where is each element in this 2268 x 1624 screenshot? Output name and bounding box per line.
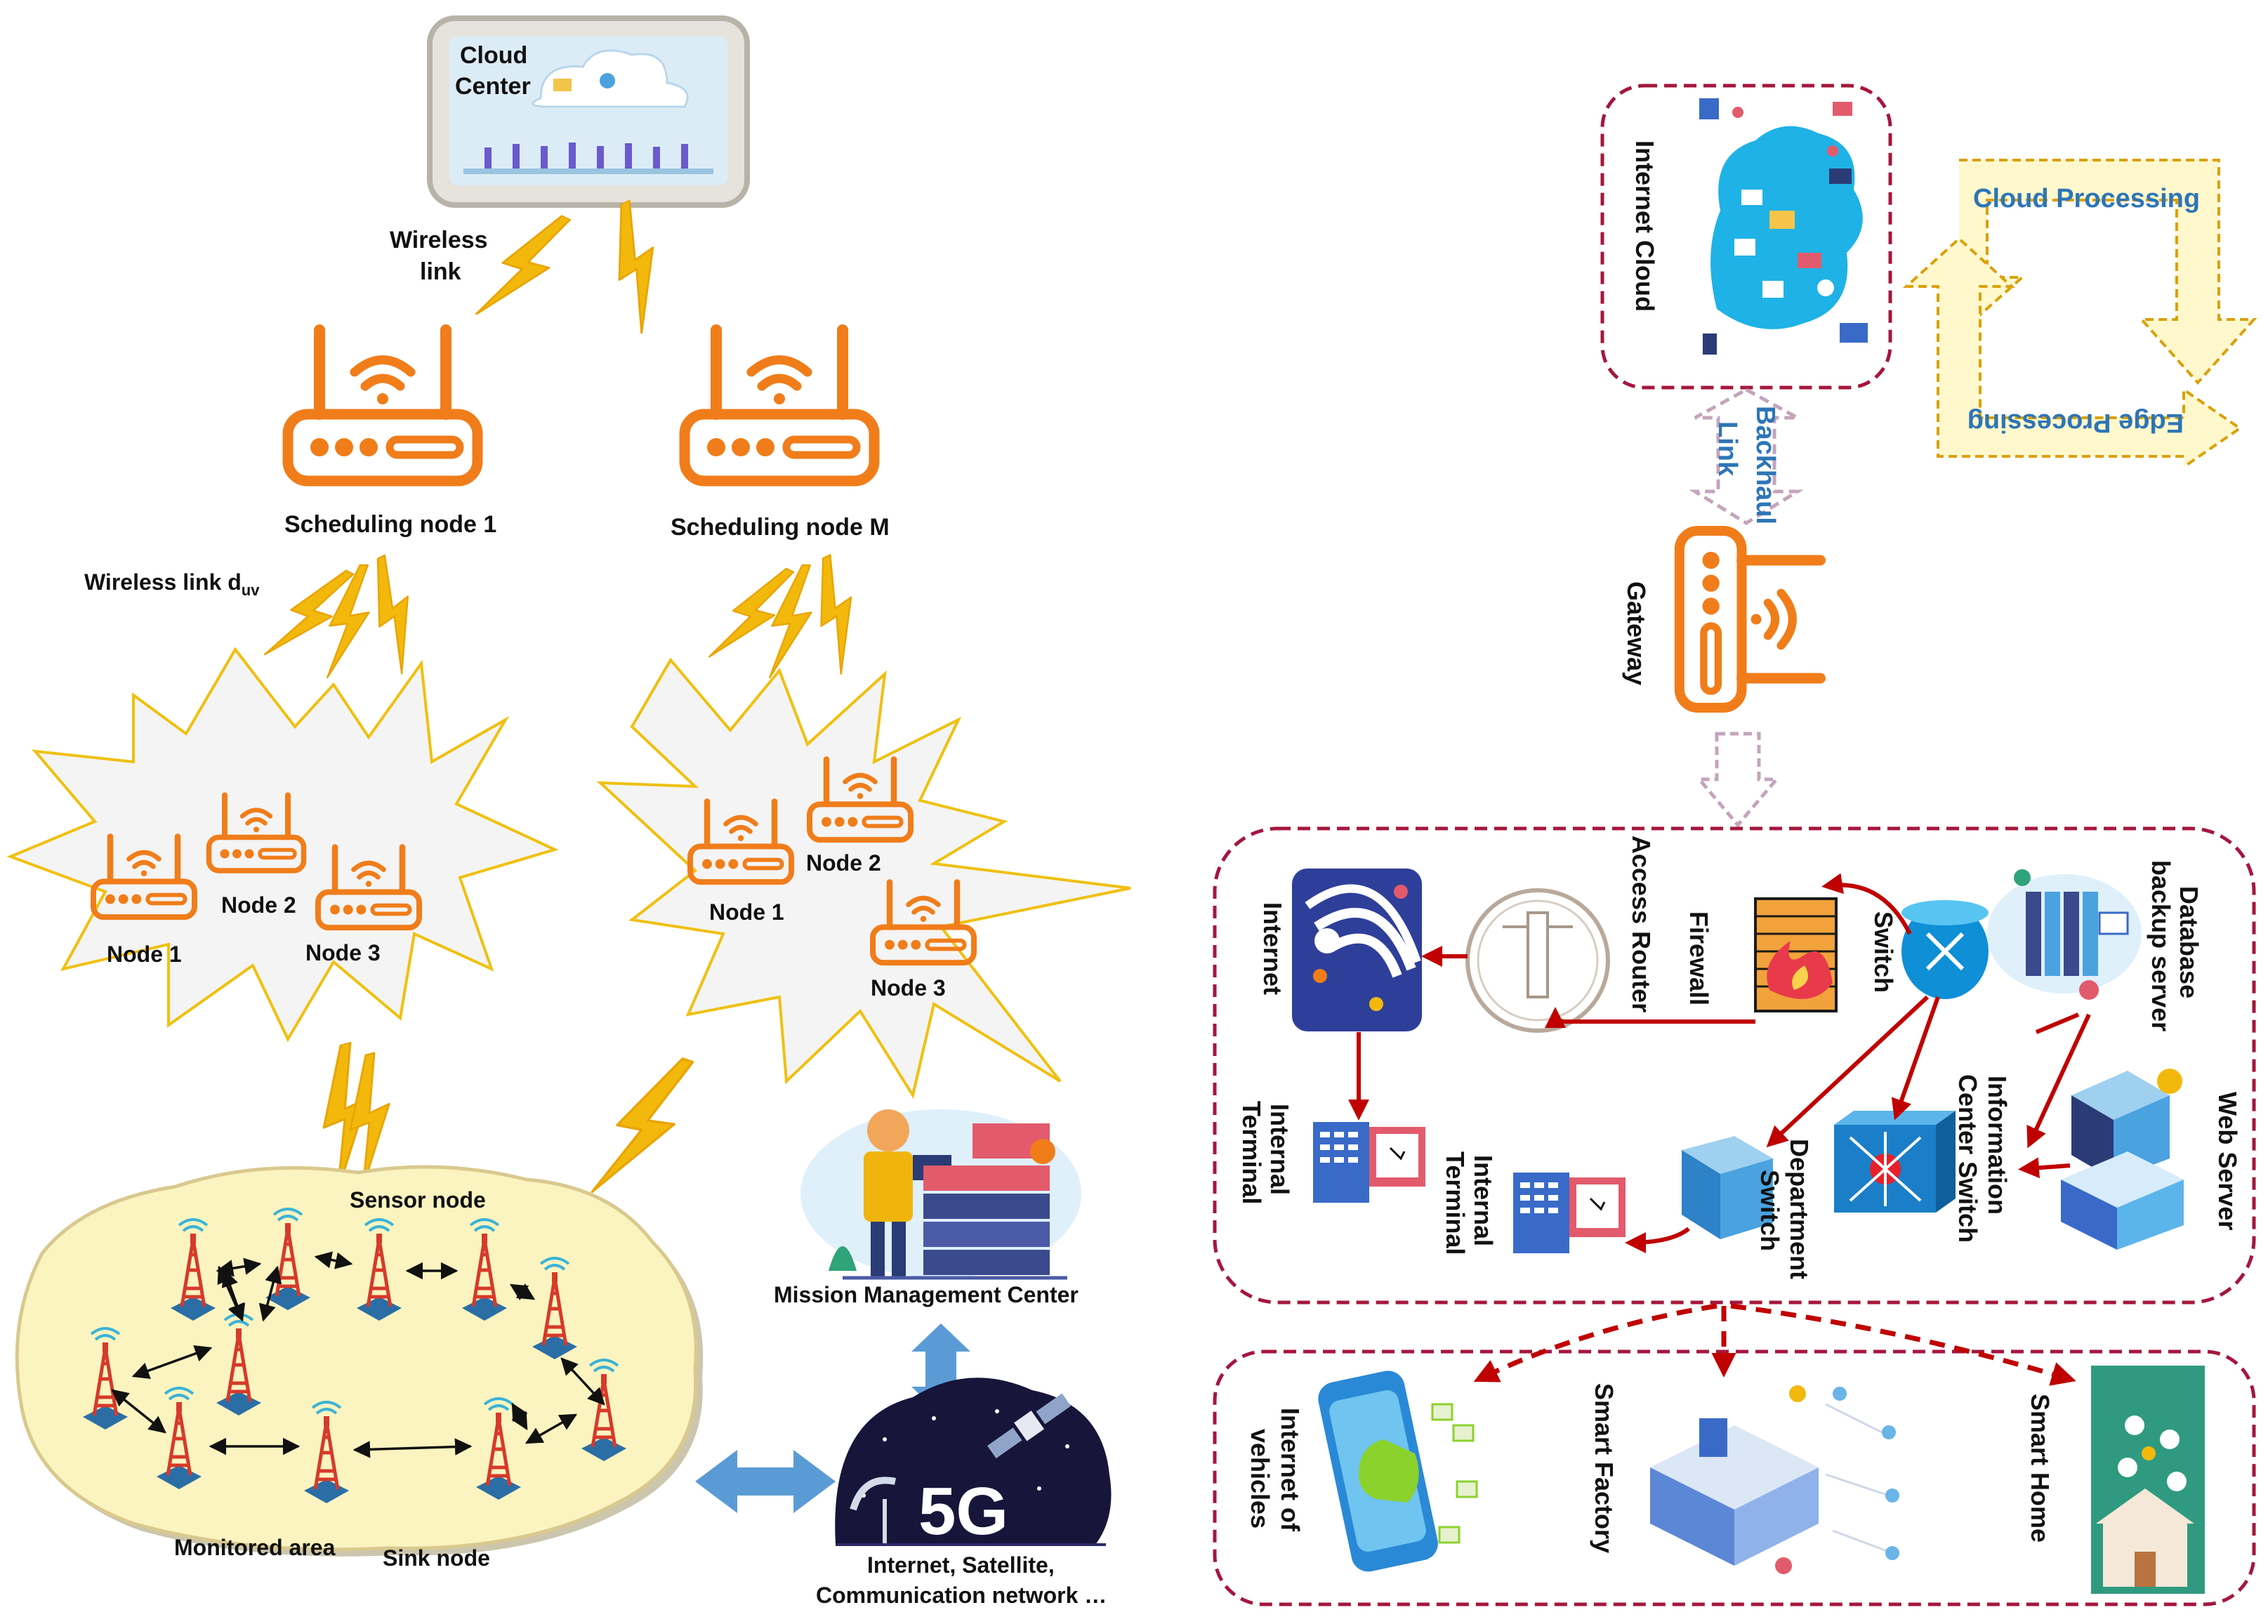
switch-label: Switch — [1869, 911, 1898, 993]
gear-icon — [1030, 1139, 1055, 1164]
cluster-a-burst — [6, 647, 559, 1043]
folder-icon — [553, 79, 572, 91]
firewall-label: Firewall — [1684, 911, 1713, 1005]
gateway-down-arrow — [1695, 732, 1781, 828]
lightning-bolt-icon — [591, 1043, 696, 1211]
internet-icon — [1292, 869, 1422, 1031]
cluster-b-node-3-label: Node 3 — [871, 975, 946, 1001]
lightning-bolt-icon — [475, 199, 573, 336]
monitored-area-label: Monitored area — [174, 1535, 336, 1560]
lightning-bolt-icon — [587, 198, 685, 335]
sensor-network — [83, 1209, 626, 1503]
department-switch-icon — [1682, 1136, 1773, 1239]
network-caption-1: Internet, Satellite, — [867, 1552, 1055, 1578]
server-rack-icon — [923, 1123, 1050, 1275]
access-router-icon — [1465, 888, 1610, 1033]
edge-processing-label: Edge Processing — [1967, 408, 2184, 437]
internal-terminal-b-icon — [1513, 1173, 1626, 1253]
web-server-icon — [2061, 1069, 2184, 1250]
enterprise-network-frame — [1213, 826, 2256, 1305]
scheduling-node-m-label: Scheduling node M — [671, 514, 890, 541]
tablet-icon — [1699, 98, 1719, 119]
cluster-a-node-1-label: Node 1 — [107, 942, 182, 967]
internet-cloud-frame — [1600, 84, 1892, 390]
department-switch-label-2: Switch — [1755, 1170, 1784, 1251]
monitor-icon — [1840, 323, 1868, 343]
scheduling-node-1-router-icon — [288, 330, 477, 481]
smart-home-label: Smart Home — [2026, 1394, 2055, 1543]
wireless-link-label-2: link — [420, 258, 461, 285]
network-caption-2: Communication network … — [816, 1583, 1107, 1608]
plant-icon — [829, 1246, 857, 1271]
backhaul-link-label-1: Backhaul — [1751, 406, 1780, 524]
cluster-a-node-3-label: Node 3 — [305, 940, 381, 965]
applications-frame — [1213, 1349, 2256, 1606]
internal-terminal-a-icon — [1313, 1122, 1425, 1203]
internet-label: Internet — [1258, 902, 1287, 995]
mission-management-center-illustration — [800, 1109, 1081, 1280]
internet-of-vehicles-label-2: vehicles — [1246, 1429, 1274, 1529]
internal-terminal-b-label-2: Terminal — [1441, 1151, 1470, 1255]
cluster-b-node-2-label: Node 2 — [806, 850, 881, 876]
satellite-dish-icon — [850, 1477, 897, 1511]
database-backup-label-1: Database — [2175, 886, 2203, 998]
application-connections — [1473, 1303, 2076, 1386]
cloud-edge-processing-loop — [1902, 159, 2257, 468]
satellite-icon — [987, 1393, 1072, 1459]
internet-of-vehicles-icon — [1318, 1371, 1478, 1572]
car-icon — [1359, 1439, 1419, 1503]
internal-terminal-a-label-1: Internal — [1265, 1104, 1294, 1195]
cluster-a-node-2-label: Node 2 — [221, 892, 296, 918]
department-switch-label-1: Department — [1785, 1139, 1814, 1279]
enterprise-connections — [1348, 873, 2091, 1253]
scheduling-node-m-router-icon — [685, 330, 874, 481]
sensor-node-label: Sensor node — [350, 1187, 486, 1213]
information-center-switch-label-2: Center Switch — [1953, 1074, 1982, 1243]
sink-node-label: Sink node — [383, 1545, 490, 1571]
cursor-icon — [1389, 1147, 1406, 1161]
cloud-center: Cloud Center — [427, 15, 750, 208]
smart-factory-label: Smart Factory — [1590, 1383, 1618, 1553]
internet-cloud-label: Internet Cloud — [1630, 140, 1659, 312]
fiveg-network-illustration: 5G — [835, 1378, 1112, 1549]
cluster-b-node-1-label: Node 1 — [709, 899, 784, 925]
play-icon — [600, 73, 615, 88]
internal-terminal-b-label-1: Internal — [1469, 1155, 1498, 1246]
internet-cloud-icon — [1699, 98, 1868, 355]
internet-of-vehicles-label-1: Internet of — [1276, 1408, 1305, 1532]
mission-management-center-label: Mission Management Center — [774, 1282, 1079, 1307]
cluster-b-burst — [596, 657, 1131, 1100]
switch-icon — [1901, 900, 1989, 999]
cloud-processing-label: Cloud Processing — [1973, 184, 2200, 213]
desktop-icon — [1703, 334, 1717, 355]
scheduling-node-1-label: Scheduling node 1 — [284, 511, 496, 538]
wireless-link-label-1: Wireless — [390, 227, 488, 253]
person-icon — [867, 1109, 909, 1151]
gateway-label: Gateway — [1622, 581, 1651, 685]
cloud-center-label-1: Cloud — [460, 42, 527, 69]
wireless-link-duv-label: Wireless link duv — [84, 569, 260, 599]
web-server-label: Web Server — [2213, 1092, 2242, 1230]
smart-factory-icon — [1650, 1385, 1899, 1574]
internal-terminal-a-label-2: Terminal — [1237, 1101, 1266, 1204]
backhaul-link-label-2: Link — [1713, 421, 1742, 477]
cloud-center-label-2: Center — [455, 73, 531, 100]
area-to-network-double-arrow — [695, 1450, 836, 1513]
information-center-switch-icon — [1834, 1111, 1956, 1213]
cursor-icon — [1589, 1197, 1606, 1211]
fiveg-text: 5G — [918, 1474, 1008, 1549]
database-backup-label-2: backup server — [2147, 860, 2175, 1031]
access-router-label: Access Router — [1627, 836, 1656, 1012]
smart-home-icon — [2091, 1366, 2205, 1594]
database-backup-server-icon — [1987, 869, 2142, 1000]
gateway-router-icon — [1680, 531, 1821, 708]
information-center-switch-label-1: Information — [1983, 1076, 2012, 1215]
firewall-icon — [1754, 897, 1838, 1012]
backhaul-link-arrow — [1689, 388, 1804, 525]
